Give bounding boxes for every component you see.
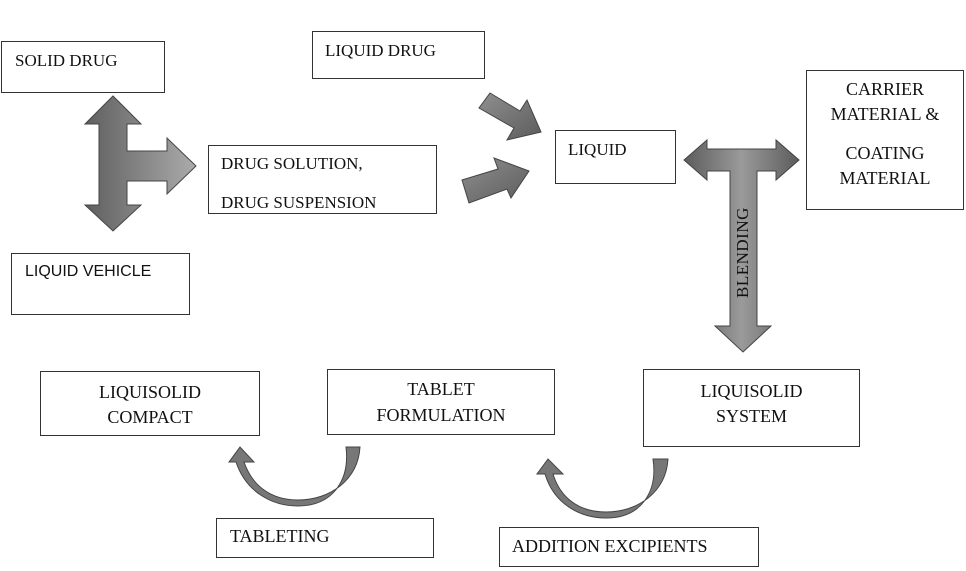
node-solid-drug: SOLID DRUG — [1, 41, 165, 93]
node-liquid: LIQUID — [555, 130, 676, 184]
node-label: LIQUID DRUG — [325, 41, 436, 60]
node-carrier-coating: CARRIER MATERIAL & COATING MATERIAL — [806, 70, 964, 210]
node-label-line-2: MATERIAL & — [830, 104, 940, 124]
liquid-drug-to-liquid-arrow — [478, 92, 542, 141]
node-label: LIQUID — [568, 140, 627, 159]
node-label-line-2: COMPACT — [107, 407, 193, 427]
node-label-line-2: DRUG SUSPENSION — [221, 193, 377, 212]
node-label-line-1: LIQUISOLID — [99, 382, 201, 402]
node-liquid-drug: LIQUID DRUG — [312, 31, 485, 79]
label-tableting: TABLETING — [216, 518, 434, 558]
liquid-carrier-blending-arrow — [683, 138, 800, 353]
system-to-formulation-arrow — [536, 458, 669, 519]
node-label: SOLID DRUG — [15, 51, 118, 70]
node-label: TABLETING — [230, 526, 330, 546]
node-liquid-vehicle: LIQUID VEHICLE — [11, 253, 190, 315]
solution-to-liquid-arrow — [461, 157, 530, 204]
node-label-line-4: MATERIAL — [839, 168, 931, 188]
node-label: ADDITION EXCIPIENTS — [512, 536, 708, 556]
formulation-to-compact-arrow — [228, 446, 361, 507]
node-label-line-1: DRUG SOLUTION, — [221, 154, 363, 173]
node-label-line-2: FORMULATION — [376, 405, 506, 425]
node-tablet-formulation: TABLET FORMULATION — [327, 369, 555, 435]
node-label-line-1: TABLET — [407, 379, 475, 399]
node-label-line-2: SYSTEM — [715, 406, 787, 426]
solid-vehicle-to-solution-arrow — [83, 95, 197, 232]
node-drug-solution: DRUG SOLUTION, DRUG SUSPENSION — [208, 145, 437, 214]
node-label-line-1: CARRIER — [845, 79, 924, 99]
node-liquisolid-compact: LIQUISOLID COMPACT — [40, 371, 260, 436]
node-liquisolid-system: LIQUISOLID SYSTEM — [643, 369, 860, 447]
node-label-line-3: COATING — [845, 143, 925, 163]
node-label-line-1: LIQUISOLID — [700, 381, 803, 401]
blending-label: BLENDING — [733, 207, 752, 298]
node-label: LIQUID VEHICLE — [25, 263, 152, 280]
label-addition-excipients: ADDITION EXCIPIENTS — [499, 527, 759, 567]
